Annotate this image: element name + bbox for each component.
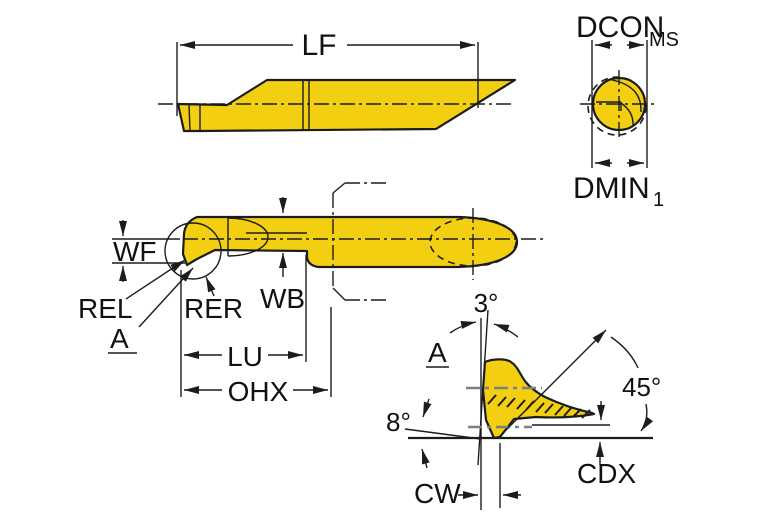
rel-leader-arrow — [125, 259, 186, 300]
rer-leader-arrow — [205, 276, 216, 297]
angle45-arc-lower — [640, 403, 654, 432]
end-view-extension-lines — [591, 40, 648, 168]
wb-label: WB — [260, 283, 305, 314]
break-line — [332, 182, 390, 301]
cdx-label: CDX — [577, 458, 636, 489]
lu-label: LU — [227, 341, 263, 372]
lu-ohx-extension-lines — [180, 255, 332, 397]
dmin-label: DMIN — [573, 172, 650, 205]
angle3-right-arc — [493, 323, 519, 338]
insert-section-shape — [481, 358, 596, 440]
line-45deg — [497, 329, 607, 439]
detail-view-a: A 3° 45° 8° — [386, 288, 661, 510]
dmin-subscript: 1 — [653, 189, 664, 211]
end-view-flute-edges — [596, 79, 642, 127]
side-view: LF — [158, 29, 517, 133]
angle8-upper-arrow — [422, 398, 432, 418]
side-view-head-joint-lines — [188, 80, 310, 132]
dcon-label: DCON — [576, 11, 664, 44]
angle45-label: 45° — [622, 372, 661, 402]
wf-label: WF — [113, 236, 157, 267]
ohx-label: OHX — [228, 376, 289, 407]
lf-label: LF — [301, 29, 336, 62]
top-view-head-transition — [227, 217, 307, 257]
detail-view-label: A — [428, 337, 447, 368]
cw-label: CW — [414, 478, 461, 509]
section-hatching — [487, 394, 591, 419]
boring-bar-top-outline — [181, 215, 519, 269]
angle45-arc-upper — [610, 336, 639, 369]
dcon-subscript: MS — [649, 29, 679, 51]
end-view: DCON MS DMIN 1 — [573, 11, 679, 211]
detail-a-circle — [164, 222, 222, 280]
lf-extension-lines — [176, 42, 479, 116]
angle3-left-arc — [449, 321, 477, 334]
break-line-hooks — [332, 182, 346, 301]
angle8-lower-arrow — [421, 448, 430, 469]
detail-ref-label: A — [110, 323, 129, 354]
rer-label: RER — [184, 293, 243, 324]
detail-a-leader-arrow — [138, 267, 194, 328]
boring-bar-side-outline — [176, 78, 517, 133]
angle3-label: 3° — [474, 288, 499, 318]
angle8-label: 8° — [386, 407, 411, 437]
top-view: WF WB REL RER A LU OHX — [78, 182, 545, 407]
rel-label: REL — [78, 293, 132, 324]
